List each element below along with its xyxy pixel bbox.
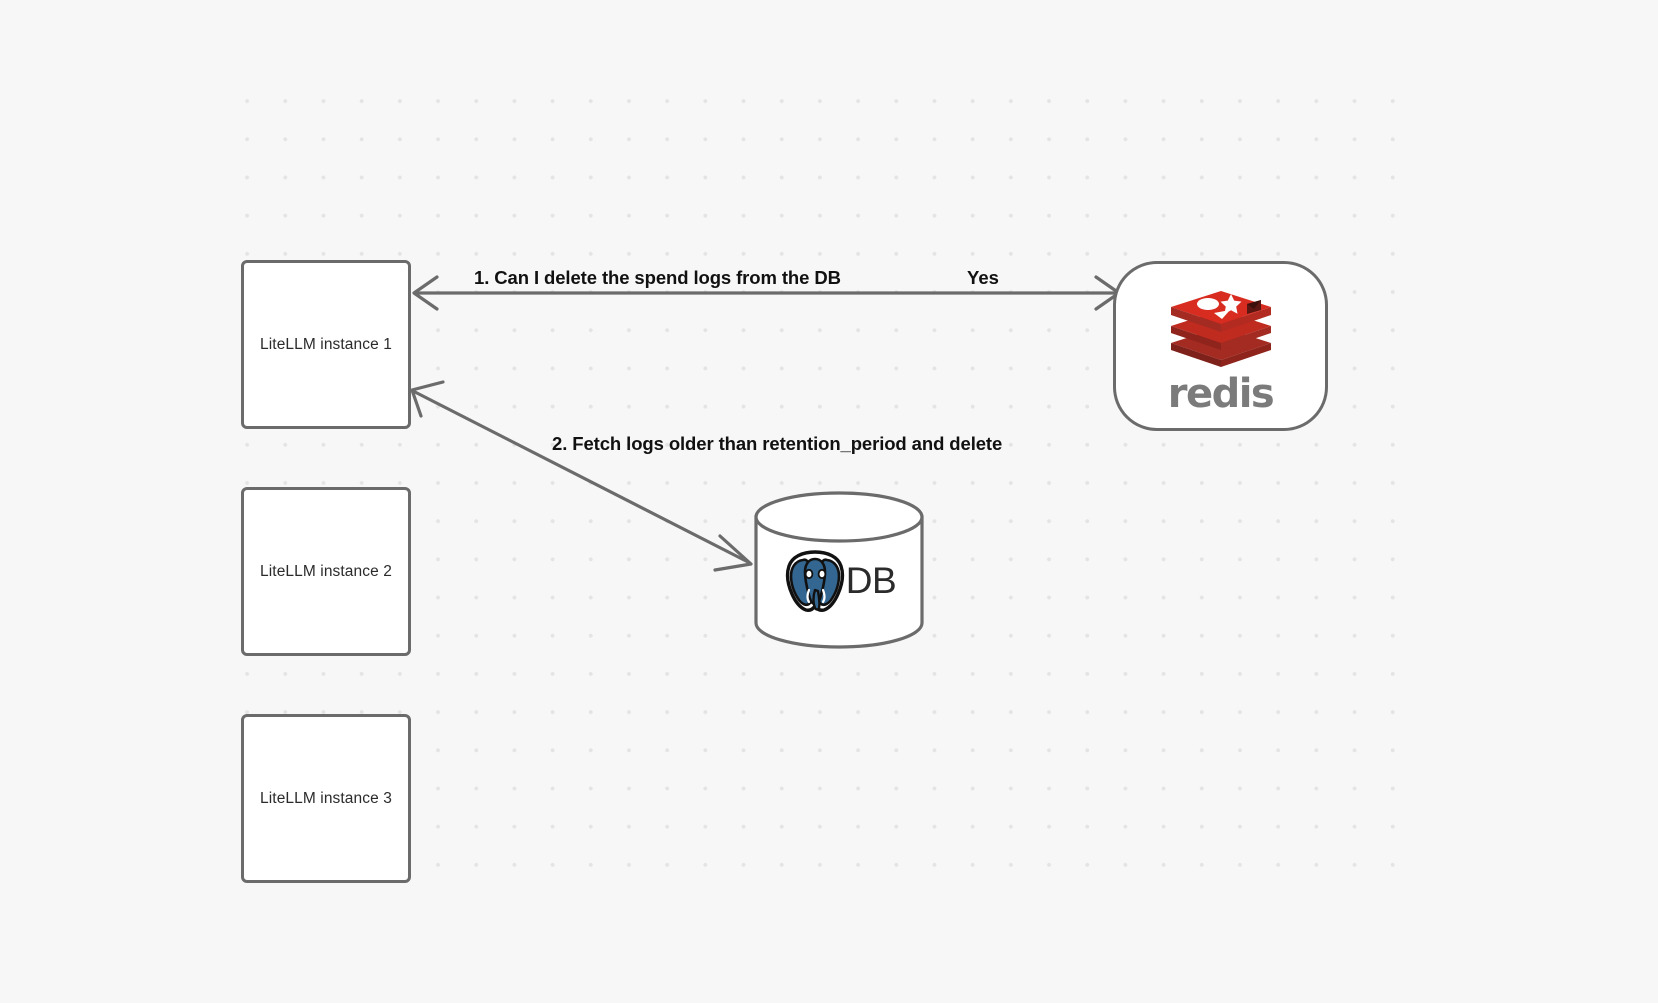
postgresql-elephant-icon	[785, 550, 844, 612]
redis-stack-icon	[1170, 291, 1271, 367]
redis-wordmark: redis	[1167, 371, 1275, 417]
edge-label-step-2: 2. Fetch logs older than retention_perio…	[552, 433, 1003, 454]
edge-label-step-1: 1. Can I delete the spend logs from the …	[474, 267, 841, 288]
node-label: LiteLLM instance 1	[260, 335, 392, 353]
edge-instance1-db	[410, 380, 753, 572]
db-logo-label-group: DB	[753, 491, 925, 649]
node-db[interactable]: DB	[753, 491, 925, 649]
node-redis[interactable]: redis	[1113, 261, 1328, 431]
node-litellm-instance-2[interactable]: LiteLLM instance 2	[241, 487, 411, 656]
edge-label-yes: Yes	[967, 267, 999, 288]
node-litellm-instance-1[interactable]: LiteLLM instance 1	[241, 260, 411, 429]
node-label: LiteLLM instance 2	[260, 562, 392, 580]
redis-logo: redis	[1167, 280, 1275, 417]
db-label: DB	[845, 560, 897, 601]
node-litellm-instance-3[interactable]: LiteLLM instance 3	[241, 714, 411, 883]
node-label: LiteLLM instance 3	[260, 789, 392, 807]
